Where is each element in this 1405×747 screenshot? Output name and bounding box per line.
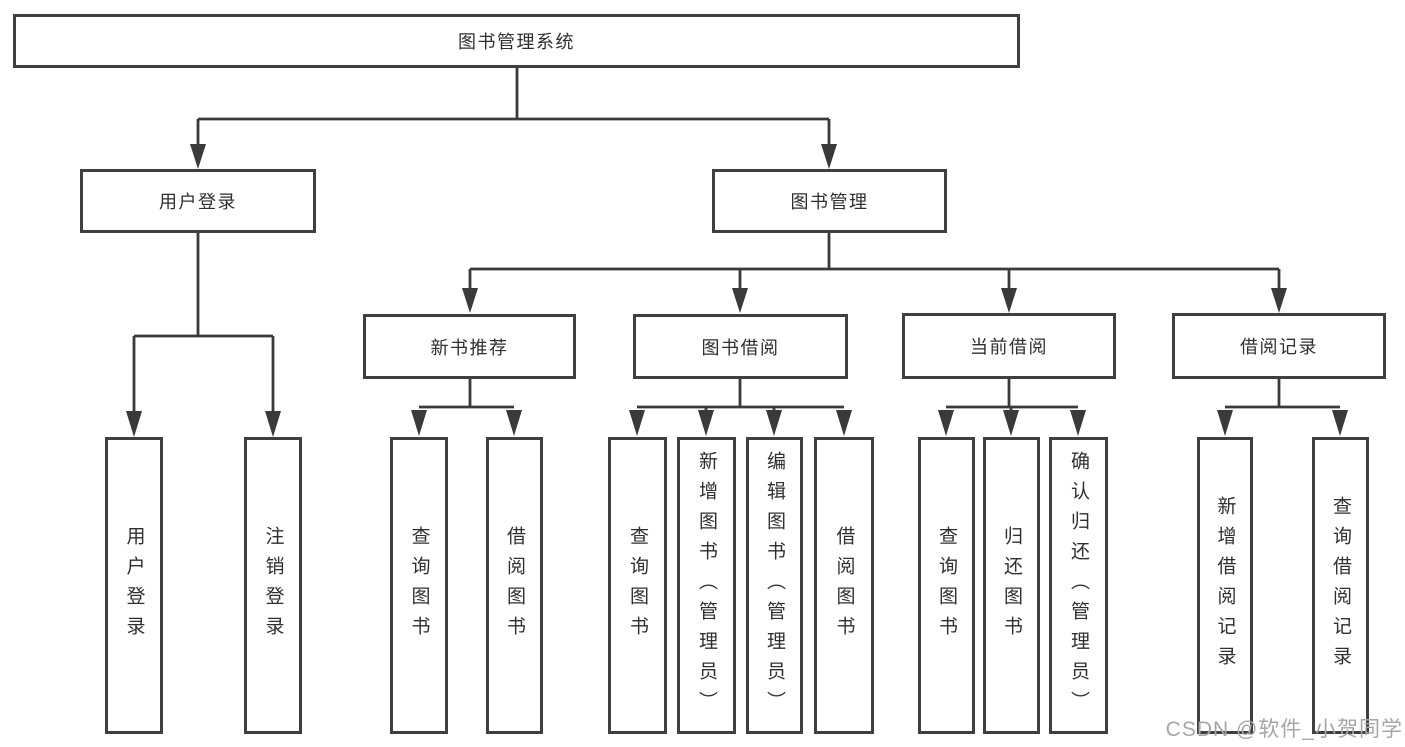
leaf-query-books-recommend: 查询图书 xyxy=(390,437,448,734)
leaf-label: 查询图书 xyxy=(408,525,430,646)
leaf-borrow-books: 借阅图书 xyxy=(814,437,874,734)
leaf-confirm-return-admin: 确认归还（管理员） xyxy=(1049,437,1108,734)
node-new-book-recommendation: 新书推荐 xyxy=(363,314,576,379)
node-borrowing-records: 借阅记录 xyxy=(1172,313,1386,379)
leaf-label: 确认归还（管理员） xyxy=(1068,450,1089,721)
leaf-label: 新增借阅记录 xyxy=(1214,495,1236,676)
node-label: 用户登录 xyxy=(159,192,237,212)
leaf-borrow-books-recommend: 借阅图书 xyxy=(486,437,543,734)
leaf-return-books: 归还图书 xyxy=(983,437,1040,734)
leaf-label: 借阅图书 xyxy=(833,525,855,646)
leaf-query-books-current: 查询图书 xyxy=(918,437,975,734)
node-book-management: 图书管理 xyxy=(712,169,947,233)
node-label: 当前借阅 xyxy=(970,337,1048,357)
leaf-label: 借阅图书 xyxy=(504,525,525,646)
csdn-watermark: CSDN @软件_小贺同学 xyxy=(1165,718,1403,741)
node-book-borrowing: 图书借阅 xyxy=(633,314,848,379)
leaf-logout: 注销登录 xyxy=(244,437,302,734)
leaf-label: 归还图书 xyxy=(1001,525,1022,646)
node-label: 借阅记录 xyxy=(1240,337,1318,357)
leaf-query-books-borrowing: 查询图书 xyxy=(608,437,667,734)
node-label: 图书管理系统 xyxy=(458,32,575,52)
node-label: 图书管理 xyxy=(790,192,869,212)
leaf-query-borrow-record: 查询借阅记录 xyxy=(1312,437,1369,734)
node-label: 图书借阅 xyxy=(701,337,780,358)
leaf-label: 新增图书（管理员） xyxy=(696,450,717,721)
node-label: 新书推荐 xyxy=(430,337,509,358)
leaf-add-borrow-record: 新增借阅记录 xyxy=(1197,437,1253,734)
leaf-label: 查询图书 xyxy=(936,525,957,646)
leaf-label: 用户登录 xyxy=(123,525,145,646)
leaf-edit-books-admin: 编辑图书（管理员） xyxy=(746,437,803,734)
leaf-user-login: 用户登录 xyxy=(105,437,163,734)
leaf-add-books-admin: 新增图书（管理员） xyxy=(677,437,736,734)
leaf-label: 查询图书 xyxy=(627,525,648,646)
node-user-login: 用户登录 xyxy=(80,169,316,233)
node-current-borrowing: 当前借阅 xyxy=(902,313,1116,379)
leaf-label: 编辑图书（管理员） xyxy=(764,450,785,721)
leaf-label: 查询借阅记录 xyxy=(1330,495,1351,676)
leaf-label: 注销登录 xyxy=(262,525,284,646)
node-library-management-system: 图书管理系统 xyxy=(13,14,1020,68)
